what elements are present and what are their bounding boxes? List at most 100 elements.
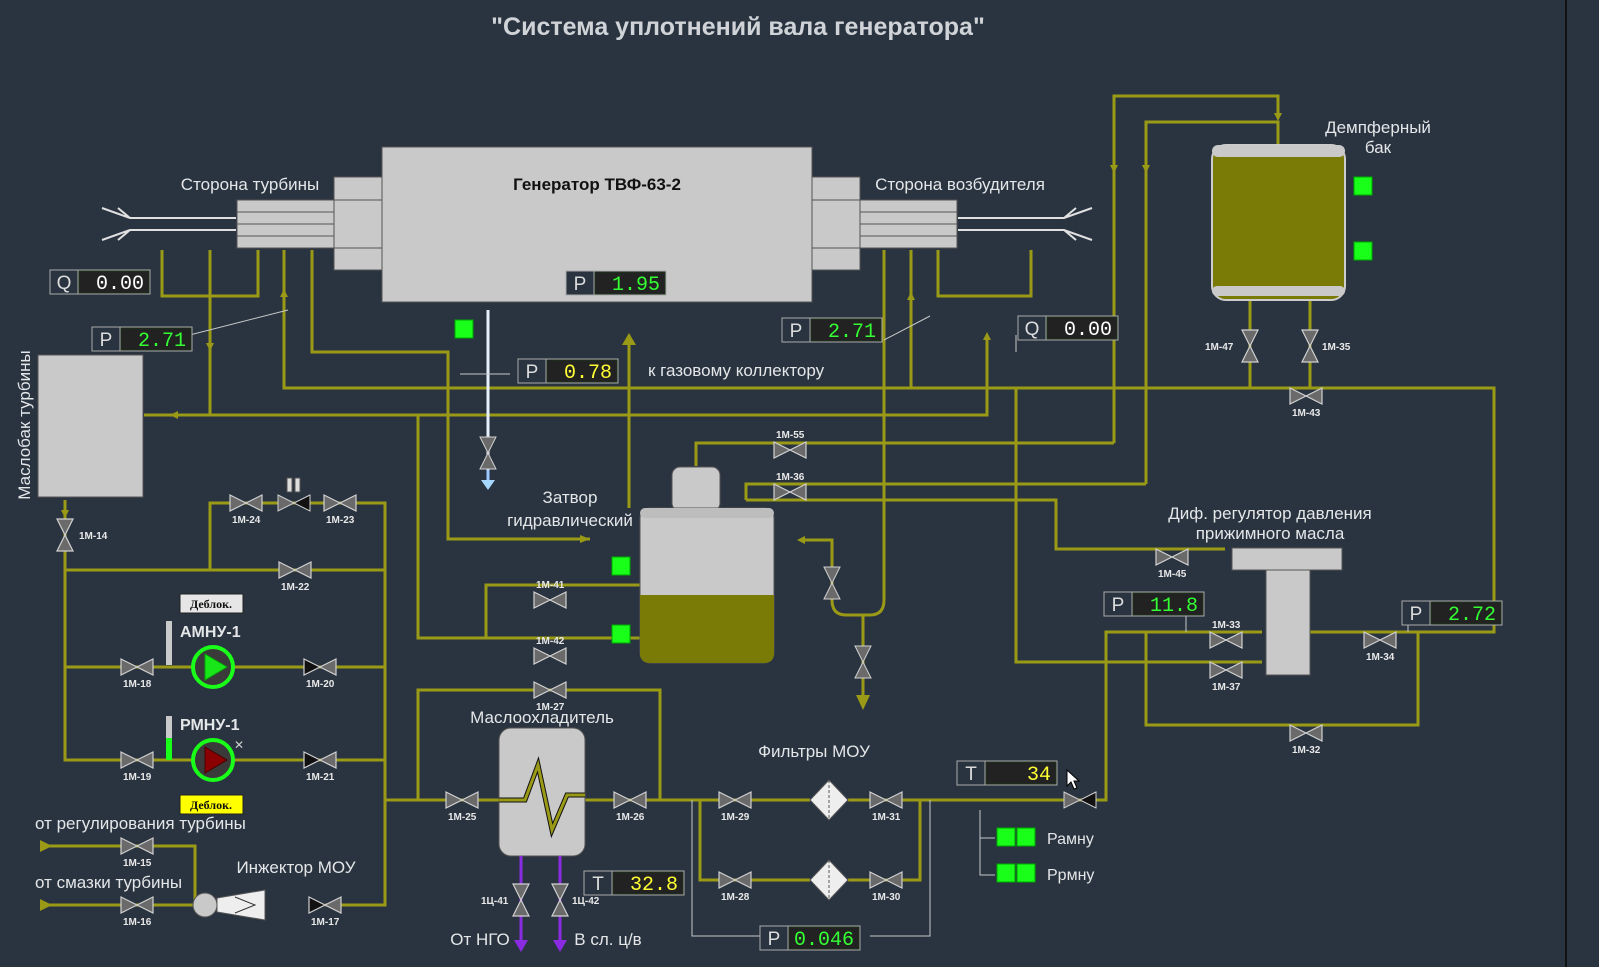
valve-v34[interactable]: [1363, 631, 1397, 649]
svg-text:Деблок.: Деблок.: [190, 798, 232, 812]
valve-v41[interactable]: [533, 591, 567, 609]
unlock-amnu-button[interactable]: Деблок.: [179, 593, 244, 614]
exciter-side-label: Сторона возбудителя: [875, 175, 1045, 194]
gauge-label: P: [768, 929, 781, 950]
valve-label: 1М-28: [721, 892, 750, 903]
gauge-value: 1.95: [612, 274, 660, 297]
svg-text:Деблок.: Деблок.: [190, 597, 232, 611]
filter-top: [809, 779, 849, 821]
valve-v45[interactable]: [1155, 548, 1189, 566]
valve-v35[interactable]: [1301, 329, 1319, 363]
valve-v15[interactable]: [120, 837, 154, 855]
valve-v30[interactable]: [869, 871, 903, 889]
pump-amnu-label: АМНУ-1: [180, 624, 241, 641]
valve-unlabeled[interactable]: [823, 566, 841, 600]
valve-v42[interactable]: [533, 647, 567, 665]
valve-label: 1М-25: [448, 812, 477, 823]
gauge-value: 2.72: [1448, 604, 1496, 627]
valve-v22[interactable]: [278, 561, 312, 579]
pump-rmnu-label: РМНУ-1: [180, 717, 240, 734]
valve-label: 1Ц-42: [572, 896, 600, 907]
valve-v27[interactable]: [533, 681, 567, 699]
seal-level-low-indicator: [611, 624, 631, 644]
valve-v17[interactable]: [308, 896, 342, 914]
oil-pipes: [45, 94, 1496, 907]
valve-label: 1М-29: [721, 812, 750, 823]
valve-v21[interactable]: [303, 751, 337, 769]
actuator-icon: [286, 477, 301, 493]
valve-label: 1М-36: [776, 472, 805, 483]
valve-unlabeled[interactable]: [479, 436, 497, 470]
valve-v36[interactable]: [773, 483, 807, 501]
damper-level-high-indicator: [1353, 176, 1373, 196]
damper-tank: [1211, 144, 1346, 301]
valve-v28[interactable]: [718, 871, 752, 889]
valve-v18[interactable]: [120, 658, 154, 676]
turbine-oil-tank-label: Маслобак турбины: [15, 350, 34, 499]
valve-label: 1М-32: [1292, 745, 1321, 756]
valve-label: 1М-15: [123, 858, 152, 869]
valve-label: 1М-24: [232, 515, 261, 526]
valve-label: 1М-26: [616, 812, 645, 823]
pump-amnu[interactable]: [191, 645, 235, 689]
valve-unlabeled[interactable]: [854, 645, 872, 679]
check-valve: [1063, 791, 1097, 809]
valve-v29[interactable]: [718, 791, 752, 809]
gas-collector-label: к газовому коллектору: [648, 361, 825, 380]
gauge-label: P: [100, 330, 113, 351]
p-amnu-indicator-2: [1016, 827, 1036, 847]
turbine-side-label: Сторона турбины: [181, 175, 319, 194]
gauge-label: Q: [57, 273, 72, 294]
valve-v25[interactable]: [445, 791, 479, 809]
valve-v31[interactable]: [869, 791, 903, 809]
valve-label: 1М-45: [1158, 569, 1187, 580]
p-rmnu-indicator-1: [996, 863, 1016, 883]
hydraulic-seal-label-1: Затвор: [543, 488, 598, 507]
valve-v33[interactable]: [1209, 631, 1243, 649]
valve-v47[interactable]: [1241, 329, 1259, 363]
gauge-value: 11.8: [1150, 595, 1198, 618]
valve-v37[interactable]: [1209, 661, 1243, 679]
damper-level-low-indicator: [1353, 241, 1373, 261]
turbine-oil-tank: [37, 354, 144, 498]
from-lubrication-label: от смазки турбины: [35, 873, 182, 892]
gauge-label: P: [790, 321, 803, 342]
pump-rmnu[interactable]: [191, 738, 235, 782]
gauge-value: 0.78: [564, 362, 612, 385]
filters-label: Фильтры МОУ: [758, 742, 870, 761]
valve-v32[interactable]: [1289, 724, 1323, 742]
valve-v14[interactable]: [56, 518, 74, 552]
valve-v55[interactable]: [773, 441, 807, 459]
from-ngo-label: От НГО: [450, 930, 509, 949]
valve-label: 1М-19: [123, 772, 152, 783]
valve-label: 1М-23: [326, 515, 355, 526]
gauge-value: 0.00: [96, 273, 144, 296]
valve-v26[interactable]: [613, 791, 647, 809]
valve-v19[interactable]: [120, 751, 154, 769]
oil-cooler: [498, 727, 586, 857]
p-amnu-indicator-1: [996, 827, 1016, 847]
valve-motorized[interactable]: [277, 494, 311, 512]
gauge-q-turbine: Q 0.00: [49, 269, 151, 296]
gauge-label: P: [1112, 595, 1125, 616]
hydraulic-seal: [639, 466, 775, 664]
injector-label: Инжектор МОУ: [236, 858, 355, 877]
valve-v16[interactable]: [120, 896, 154, 914]
diff-regulator-label-1: Диф. регулятор давления: [1168, 504, 1372, 523]
valve-label: 1М-22: [281, 582, 310, 593]
from-regulation-label: от регулирования турбины: [35, 814, 246, 833]
p-amnu-label: Рамну: [1047, 831, 1094, 848]
valve-c41[interactable]: [512, 883, 530, 917]
valve-c42[interactable]: [551, 883, 569, 917]
valve-label: 1М-34: [1366, 652, 1395, 663]
valve-v43[interactable]: [1289, 387, 1323, 405]
gauge-label: Q: [1025, 319, 1040, 340]
valve-v20[interactable]: [303, 658, 337, 676]
valve-v23[interactable]: [323, 494, 357, 512]
unlock-rmnu-button[interactable]: Деблок.: [179, 794, 244, 815]
valve-v24[interactable]: [229, 494, 263, 512]
close-icon: ✕: [234, 738, 244, 752]
